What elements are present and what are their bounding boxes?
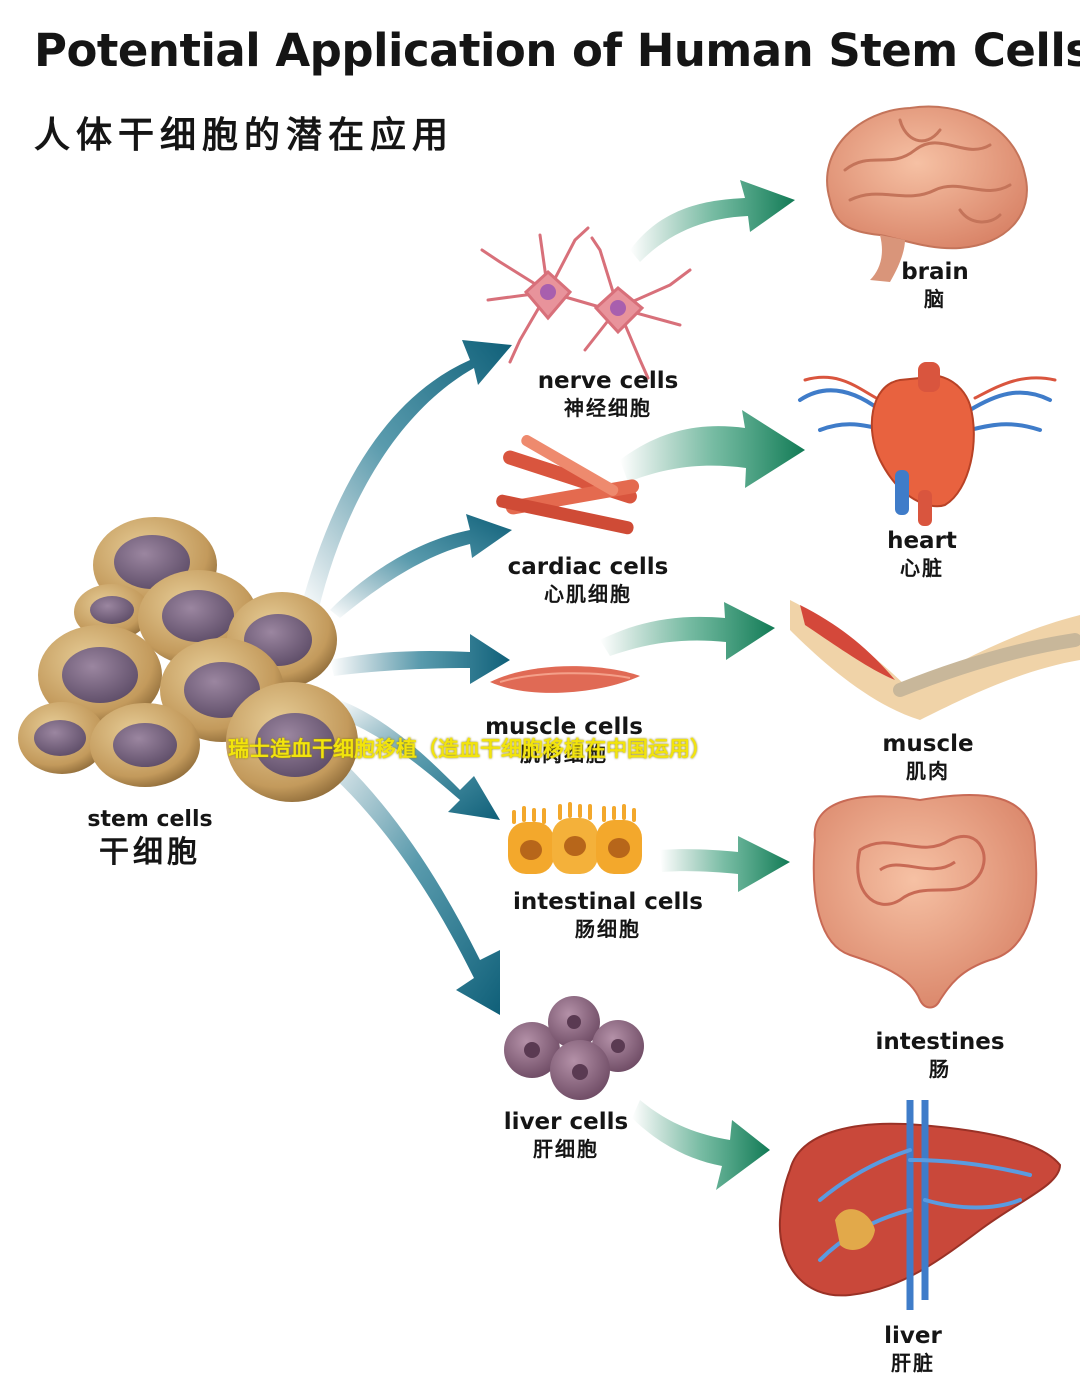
label-intestinal-cells-zh: 肠细胞 [575, 916, 641, 941]
label-brain-en: brain [901, 259, 969, 285]
nerve-cells-illustration [480, 226, 692, 380]
label-liver-en: liver [884, 1323, 942, 1349]
cardiac-cells-illustration [496, 435, 640, 535]
arrow-to-liver [632, 1100, 770, 1190]
label-liver-zh: 肝脏 [891, 1350, 935, 1375]
stem-cell [226, 682, 358, 802]
label-muscle-en: muscle [882, 731, 974, 757]
label-cardiac-cells-en: cardiac cells [507, 554, 669, 580]
label-intestinal-cells: intestinal cells 肠细胞 [488, 888, 728, 942]
label-liver-cells-en: liver cells [503, 1109, 629, 1135]
stem-cell [38, 625, 162, 725]
label-nerve-cells-en: nerve cells [537, 368, 679, 394]
watermark-caption: 瑞士造血干细胞移植（造血干细胞移植在中国运用） [228, 737, 711, 761]
label-cardiac-cells-zh: 心肌细胞 [544, 581, 632, 606]
label-stem-cells-en: stem cells [87, 807, 213, 832]
label-muscle-cells: muscle cells 肌肉细胞 [444, 713, 684, 767]
label-brain: brain 脑 [815, 258, 1055, 312]
arrow-to-intestines [660, 836, 790, 892]
label-liver: liver 肝脏 [793, 1322, 1033, 1376]
label-liver-cells-zh: 肝细胞 [533, 1136, 599, 1161]
label-nerve-cells: nerve cells 神经细胞 [488, 367, 728, 421]
stem-cell [18, 702, 106, 774]
label-brain-zh: 脑 [924, 286, 946, 311]
muscle-illustration [790, 600, 1080, 720]
arrow-to-heart [620, 410, 805, 488]
arrows-stem-to-cells [300, 340, 512, 1015]
arrow-to-muscle [600, 602, 775, 660]
label-stem-cells-zh: 干细胞 [99, 834, 201, 870]
label-cardiac-cells: cardiac cells 心肌细胞 [468, 553, 708, 607]
arrow-to-muscle-cells [330, 634, 510, 684]
label-intestines: intestines 肠 [820, 1028, 1060, 1082]
label-heart: heart 心脏 [802, 527, 1042, 581]
label-nerve-cells-zh: 神经细胞 [564, 395, 652, 420]
label-heart-en: heart [887, 528, 957, 554]
label-muscle-cells-zh: 肌肉细胞 [520, 741, 608, 766]
liver-illustration [778, 1100, 1062, 1310]
label-stem-cells: stem cells 干细胞 [30, 806, 270, 871]
label-muscle-cells-en: muscle cells [485, 714, 643, 740]
stem-cell [90, 703, 200, 787]
liver-cells-illustration [504, 996, 644, 1100]
arrow-to-cardiac-cells [330, 514, 512, 618]
arrow-to-intestinal-cells [334, 700, 500, 820]
muscle-cell-illustration [490, 666, 640, 693]
intestines-illustration [812, 794, 1038, 1009]
arrows-cells-to-organs [600, 180, 805, 1190]
brain-illustration [826, 105, 1028, 282]
label-intestines-en: intestines [875, 1029, 1005, 1055]
label-heart-zh: 心脏 [900, 555, 944, 580]
title-chinese: 人体干细胞的潜在应用 [34, 115, 455, 156]
label-intestinal-cells-en: intestinal cells [513, 889, 703, 915]
intestinal-cells-illustration [508, 802, 642, 874]
arrow-to-nerve-cells [300, 340, 512, 612]
label-intestines-zh: 肠 [929, 1056, 951, 1081]
label-muscle: muscle 肌肉 [808, 730, 1048, 784]
heart-illustration [798, 362, 1057, 526]
stem-cells-illustration [18, 517, 358, 802]
label-liver-cells: liver cells 肝细胞 [446, 1108, 686, 1162]
label-muscle-zh: 肌肉 [906, 758, 950, 783]
title-english: Potential Application of Human Stem Cell… [34, 24, 1080, 77]
arrow-to-brain [630, 180, 795, 262]
